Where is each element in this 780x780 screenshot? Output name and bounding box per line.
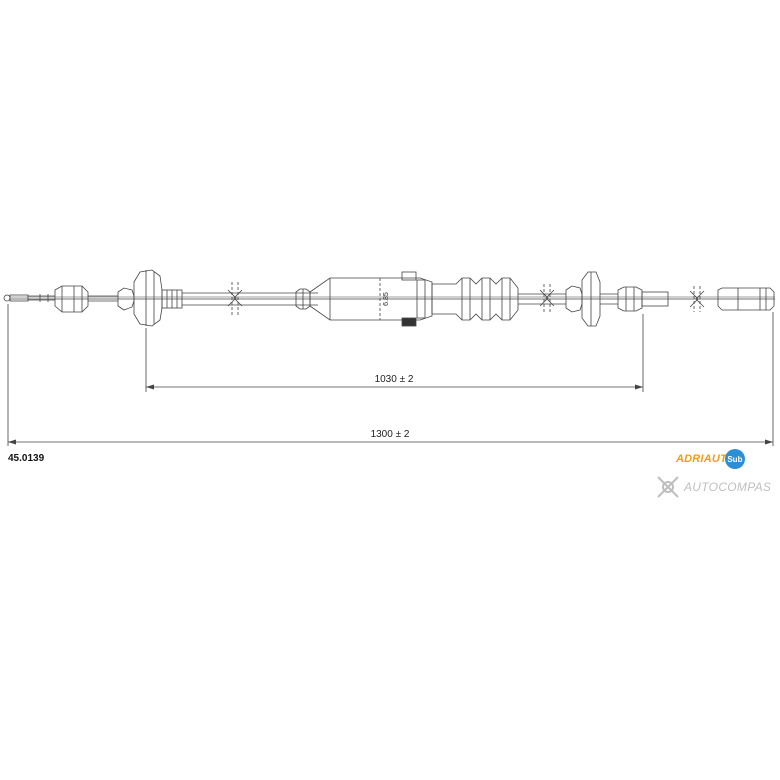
- break-mark-mid: [539, 284, 555, 314]
- left-end-fitting: [3, 294, 55, 302]
- gear-wrench-icon: [657, 476, 679, 498]
- arrow-inner-left: [146, 384, 154, 390]
- brand-logo: ADRIAUT Sub: [676, 448, 745, 470]
- watermark-logo: AUTOCOMPAS: [654, 474, 771, 500]
- right-conduit-fitting: [565, 271, 669, 327]
- break-mark-right: [689, 286, 705, 312]
- part-number: 45.0139: [8, 453, 45, 464]
- arrow-overall-left: [8, 439, 16, 445]
- adjuster-housing: [309, 271, 433, 327]
- break-mark-left: [227, 282, 243, 316]
- left-conduit-fitting: [117, 269, 183, 327]
- left-grommet: [54, 285, 118, 313]
- brand-word: ADRIAUT: [676, 453, 727, 465]
- brand-badge: Sub: [724, 449, 745, 469]
- arrow-overall-right: [765, 439, 773, 445]
- housing-mark: 6.85: [383, 292, 390, 306]
- arrow-inner-right: [635, 384, 643, 390]
- bellows-boot: [431, 277, 519, 321]
- right-end-terminal: [717, 287, 775, 311]
- dimension-label-inner: 1030 ± 2: [375, 374, 414, 385]
- watermark-text: AUTOCOMPAS: [684, 480, 772, 494]
- dimension-label-overall: 1300 ± 2: [371, 429, 410, 440]
